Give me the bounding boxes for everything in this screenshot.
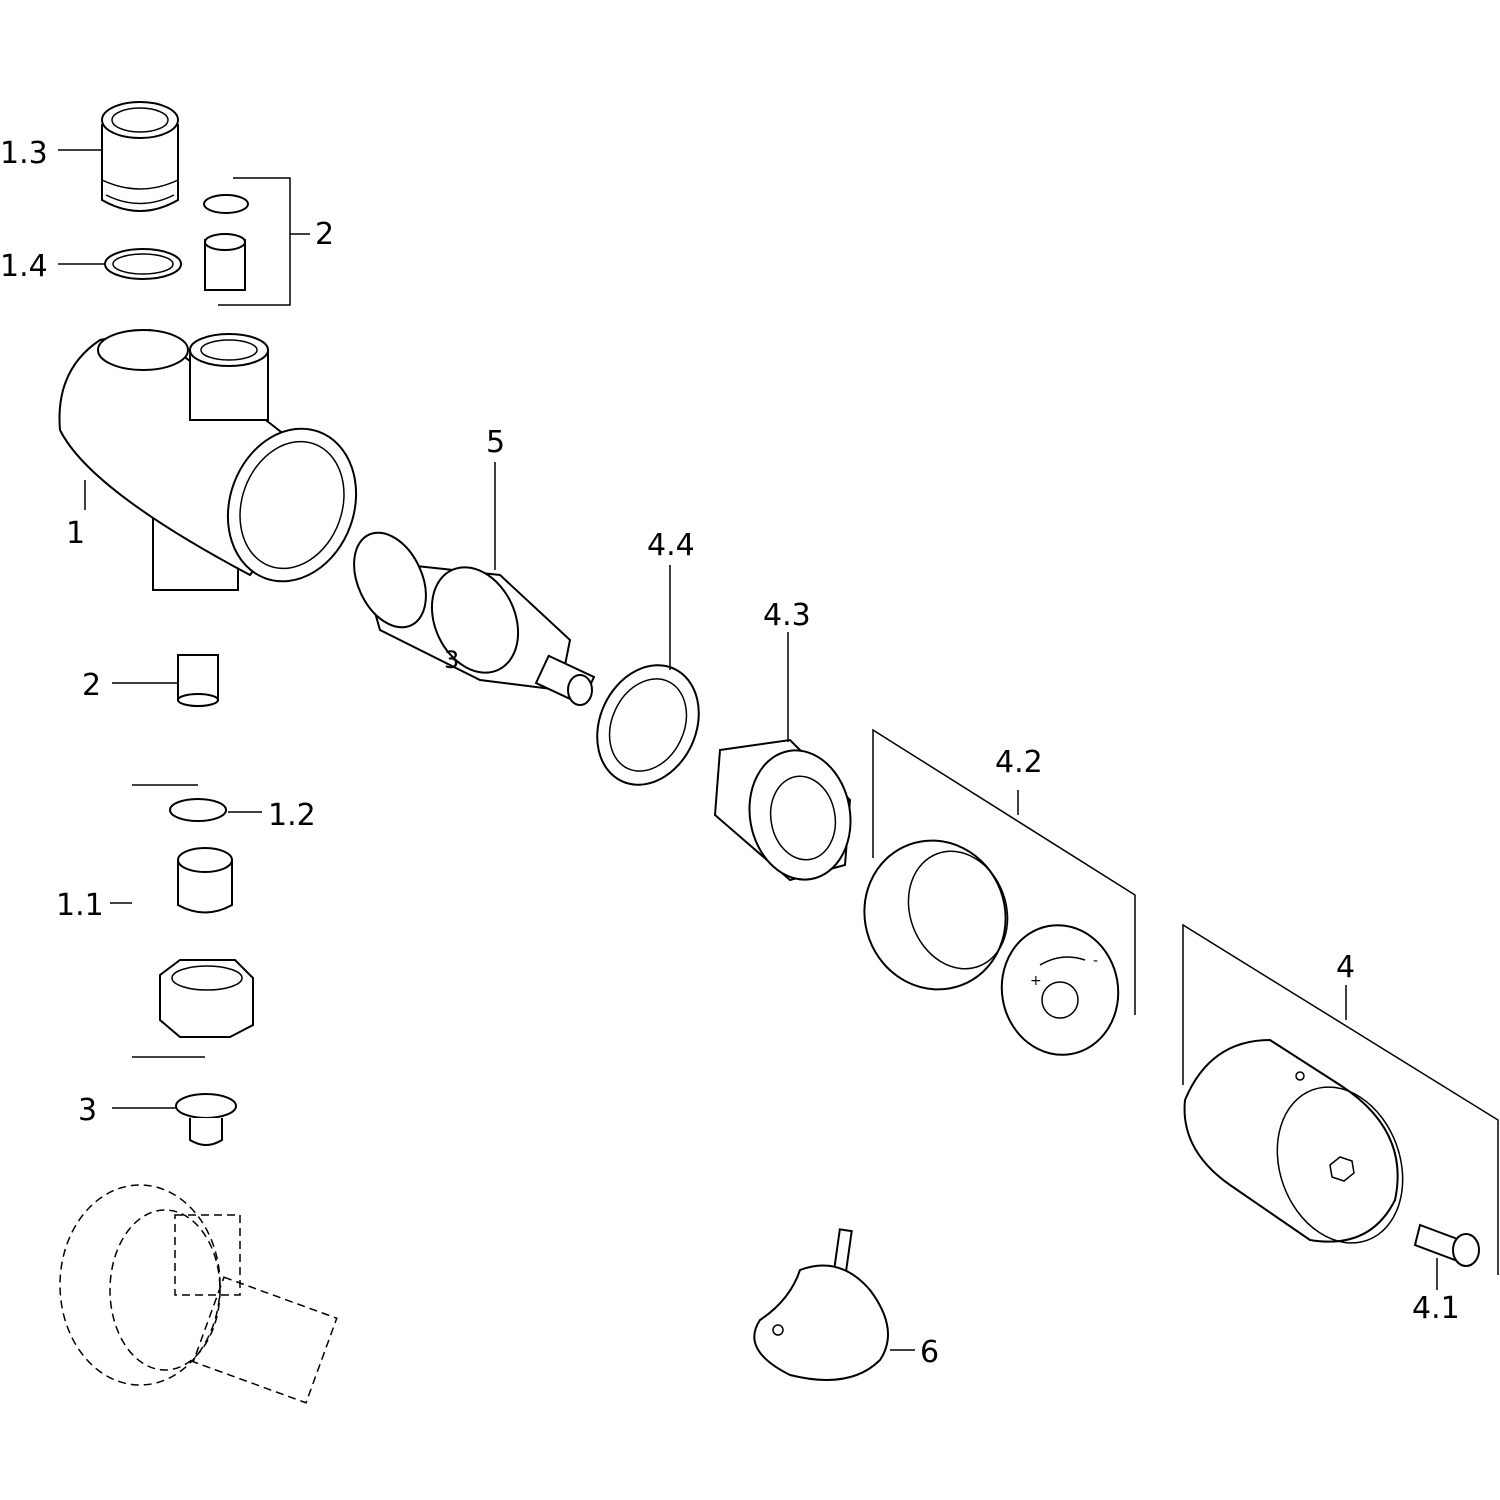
label-4: 4 bbox=[1336, 950, 1355, 985]
label-1: 1 bbox=[66, 516, 85, 551]
part-1-valve-body bbox=[58, 328, 358, 591]
label-6: 6 bbox=[920, 1335, 939, 1370]
cartridge-marking-3: 3 bbox=[444, 646, 459, 674]
part-5-thermostatic-cartridge: 3 bbox=[353, 531, 596, 706]
label-2-top: 2 bbox=[315, 217, 334, 252]
part-4-handle bbox=[1183, 1038, 1404, 1244]
part-4-4-retaining-ring bbox=[596, 664, 700, 786]
label-2: 2 bbox=[82, 668, 101, 703]
part-6-adjustment-key bbox=[753, 1228, 889, 1381]
part-4-1-screw bbox=[1413, 1223, 1480, 1267]
label-4-3: 4.3 bbox=[763, 598, 811, 633]
label-4-1: 4.1 bbox=[1412, 1291, 1460, 1326]
part-3-strainer bbox=[175, 1093, 237, 1146]
part-4-2-temperature-dial: + - bbox=[1000, 924, 1120, 1056]
label-1-1: 1.1 bbox=[56, 888, 104, 923]
part-4-2-sleeve bbox=[863, 839, 1009, 991]
label-4-2: 4.2 bbox=[995, 745, 1043, 780]
label-1-3: 1.3 bbox=[0, 136, 48, 171]
label-5: 5 bbox=[486, 425, 505, 460]
part-4-3-union-nut bbox=[713, 738, 852, 882]
label-4-4: 4.4 bbox=[647, 528, 695, 563]
dial-minus-mark: - bbox=[1093, 953, 1098, 969]
part-1-2-o-ring bbox=[169, 798, 227, 822]
label-1-4: 1.4 bbox=[0, 249, 48, 284]
dial-plus-mark: + bbox=[1030, 973, 1042, 989]
part-2-check-valve bbox=[177, 654, 219, 707]
part-2-check-valve-set bbox=[203, 194, 249, 291]
label-1-2: 1.2 bbox=[268, 798, 316, 833]
part-hex-nut bbox=[159, 959, 254, 1038]
angle-valve-outline-dashed bbox=[59, 1184, 338, 1404]
part-1-1-fitting bbox=[177, 847, 233, 914]
part-1-3-fitting bbox=[101, 101, 179, 212]
label-3: 3 bbox=[78, 1093, 97, 1128]
